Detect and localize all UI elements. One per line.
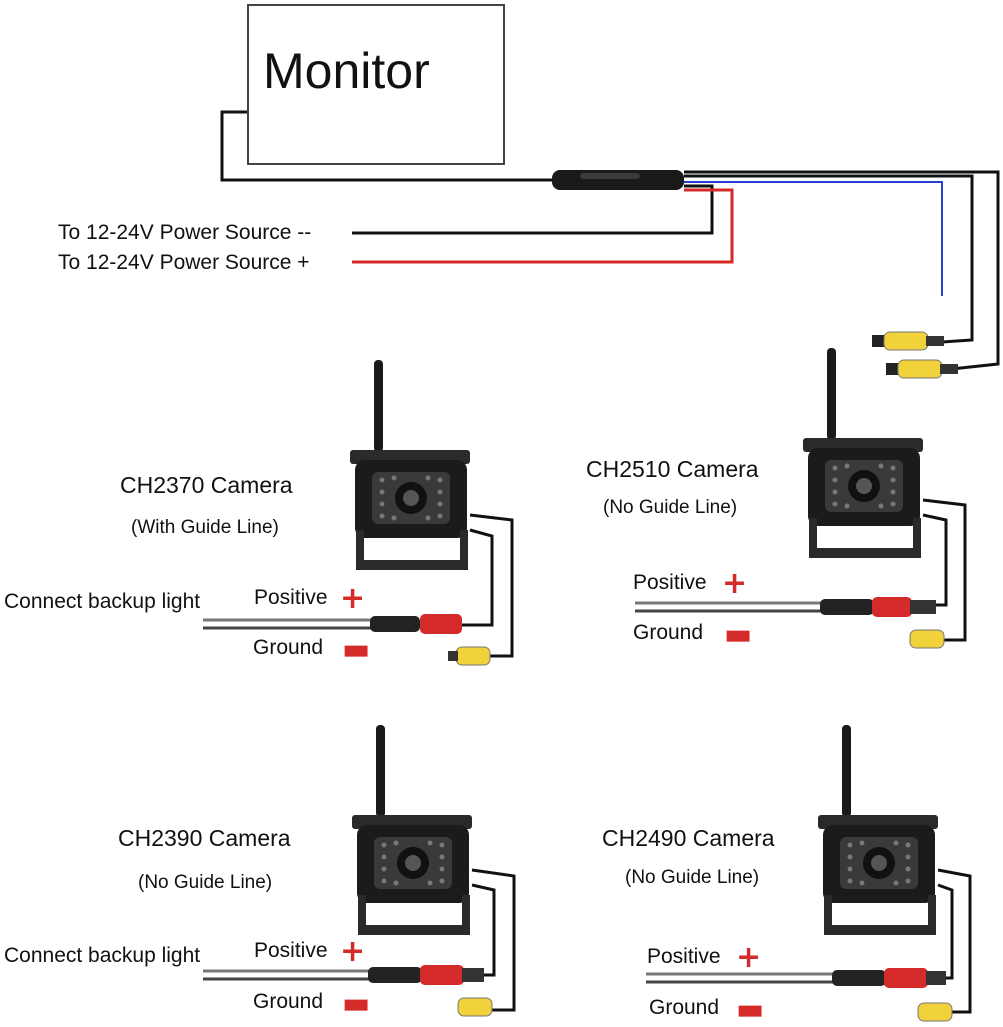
power-positive-wire	[352, 188, 734, 264]
camera-2-positive-label: Positive	[633, 571, 707, 594]
camera-3-wiring	[203, 868, 516, 1017]
camera-4-wiring	[646, 868, 972, 1022]
camera-1-ground-label: Ground	[253, 636, 324, 659]
camera-1-backup-label: Connect backup light	[4, 590, 201, 613]
camera-4-subtitle: (No Guide Line)	[625, 867, 760, 888]
camera-4-positive-label: Positive	[647, 945, 721, 968]
camera-1-minus-icon: ▬	[342, 632, 371, 667]
camera-1-positive-label: Positive	[254, 586, 328, 609]
camera-3-minus-icon: ▬	[342, 986, 371, 1021]
camera-2-ground-label: Ground	[633, 621, 704, 644]
camera-2-subtitle: (No Guide Line)	[603, 497, 738, 518]
camera-2-title: CH2510 Camera	[586, 456, 759, 482]
camera-1-wiring	[203, 513, 514, 666]
camera-2-minus-icon: ▬	[724, 617, 753, 652]
monitor-wiring	[220, 110, 1000, 379]
camera-3-positive-label: Positive	[254, 939, 328, 962]
camera-3-backup-label: Connect backup light	[4, 944, 201, 967]
camera-1-title: CH2370 Camera	[120, 472, 293, 498]
trigger-blue-wire	[684, 181, 943, 296]
camera-3-plus-icon: +	[340, 934, 366, 969]
monitor-label: Monitor	[263, 43, 430, 99]
camera-3-graphic	[352, 725, 472, 935]
camera-2-wiring	[635, 498, 967, 649]
power-negative-label: To 12-24V Power Source --	[58, 221, 312, 244]
camera-2-graphic	[803, 348, 923, 558]
camera-2-plus-icon: +	[722, 566, 748, 601]
video-cable-1	[684, 174, 974, 344]
camera-4-ground-label: Ground	[649, 996, 720, 1019]
camera-1-plus-icon: +	[340, 581, 366, 616]
camera-3-subtitle: (No Guide Line)	[138, 872, 273, 893]
monitor-cable	[220, 110, 556, 182]
video-cable-2	[684, 170, 1000, 372]
rca-connector-2	[886, 359, 958, 379]
power-negative-wire	[352, 184, 714, 235]
camera-3-ground-label: Ground	[253, 990, 324, 1013]
monitor-box: Monitor	[247, 4, 505, 165]
camera-4-plus-icon: +	[736, 940, 762, 975]
camera-3-title: CH2390 Camera	[118, 825, 291, 851]
rca-connector-1	[872, 331, 944, 351]
camera-4-title: CH2490 Camera	[602, 825, 775, 851]
camera-4-minus-icon: ▬	[736, 992, 765, 1027]
power-positive-label: To 12-24V Power Source +	[58, 251, 310, 274]
camera-4-graphic	[818, 725, 938, 935]
camera-1-graphic	[350, 360, 470, 570]
camera-1-subtitle: (With Guide Line)	[131, 517, 279, 538]
